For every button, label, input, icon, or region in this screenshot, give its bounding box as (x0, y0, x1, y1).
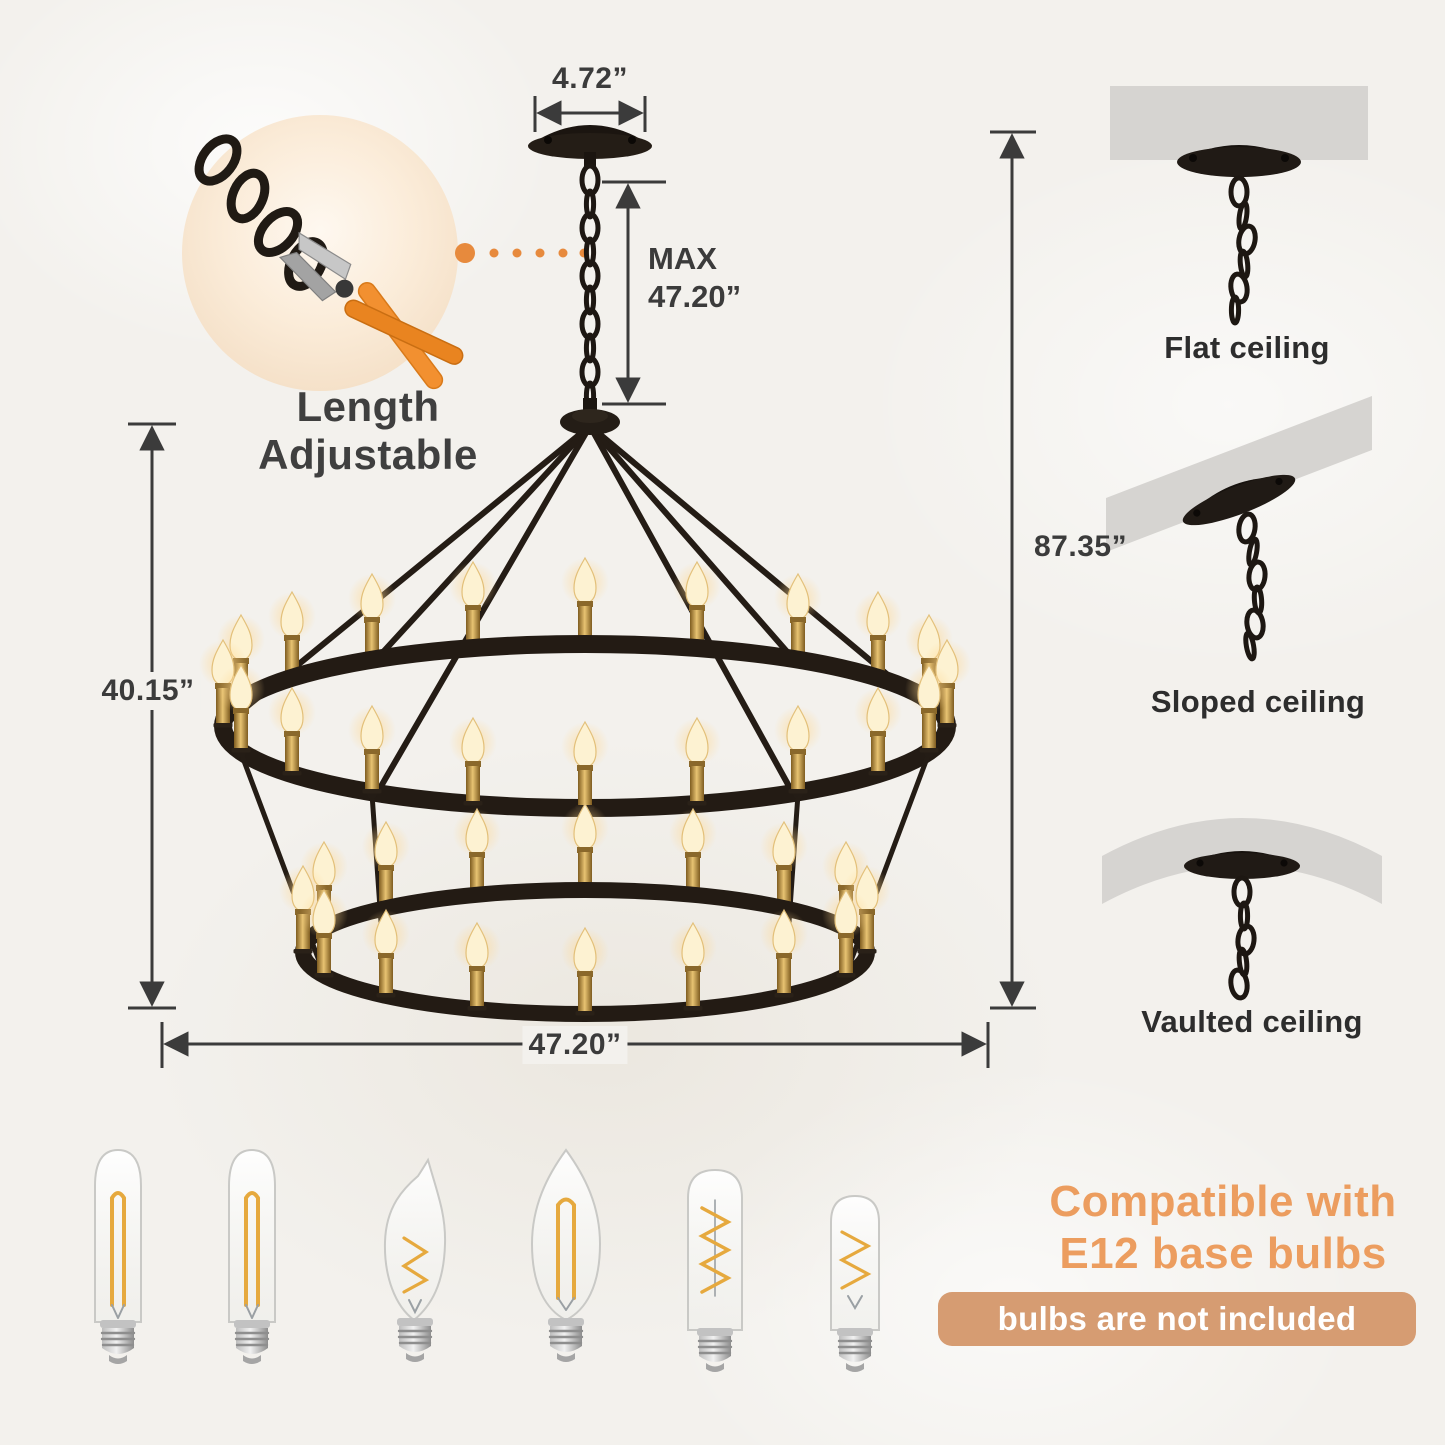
tubular-t6-bulb-icon (94, 1148, 142, 1366)
hanging-chain (582, 166, 598, 409)
upper-tier-candles-back (216, 557, 954, 704)
two-tier-wagon-wheel-chandelier-icon (198, 125, 972, 1022)
chain-max-line2: 47.20” (648, 279, 742, 314)
chain-max-label: MAX 47.20” (648, 240, 741, 316)
vaulted-ceiling-label: Vaulted ceiling (1141, 1004, 1363, 1039)
bulb-gallery (94, 1148, 880, 1374)
chain-max-line1: MAX (648, 241, 717, 276)
bulbs-not-included-text: bulbs are not included (997, 1300, 1357, 1337)
flat-ceiling-illustration (1110, 86, 1368, 323)
sloped-ceiling-label: Sloped ceiling (1150, 684, 1366, 719)
torpedo-candelabra-bulb-icon (530, 1148, 602, 1364)
length-adjustable-label: Length Adjustable (258, 383, 478, 480)
body-width-label: 47.20” (522, 1026, 628, 1064)
flame-tip-candelabra-bulb-icon (383, 1157, 447, 1364)
compatibility-heading-line1: Compatible with (1049, 1177, 1397, 1226)
bulbs-not-included-badge: bulbs are not included (938, 1292, 1416, 1346)
chain-icon (194, 134, 328, 291)
mini-tubular-bulb-icon (830, 1194, 880, 1374)
length-adjustable-line2: Adjustable (258, 431, 478, 479)
body-height-label: 40.15” (95, 672, 201, 710)
flat-ceiling-label: Flat ceiling (1164, 330, 1330, 365)
dimension-lines (128, 96, 1036, 1068)
pointer-dots (455, 243, 589, 263)
length-adjustable-inset (182, 115, 589, 391)
total-height-dimension (990, 130, 1036, 1010)
body-height-dimension (128, 422, 176, 1010)
length-adjustable-line1: Length (296, 383, 440, 430)
canopy-width-dimension (533, 96, 647, 132)
pliers-icon (278, 231, 464, 390)
compatibility-heading: Compatible with E12 base bulbs (1008, 1176, 1438, 1280)
compatibility-heading-line2: E12 base bulbs (1059, 1228, 1387, 1278)
canopy-width-label: 4.72” (552, 62, 628, 95)
sloped-ceiling-illustration (1106, 396, 1372, 659)
total-height-label: 87.35” (1034, 530, 1128, 563)
tubular-t8-bulb-icon (687, 1168, 743, 1374)
chain-max-dimension (602, 180, 666, 406)
vaulted-ceiling-illustration (1102, 818, 1382, 999)
tubular-t6-bulb-icon (228, 1148, 276, 1366)
